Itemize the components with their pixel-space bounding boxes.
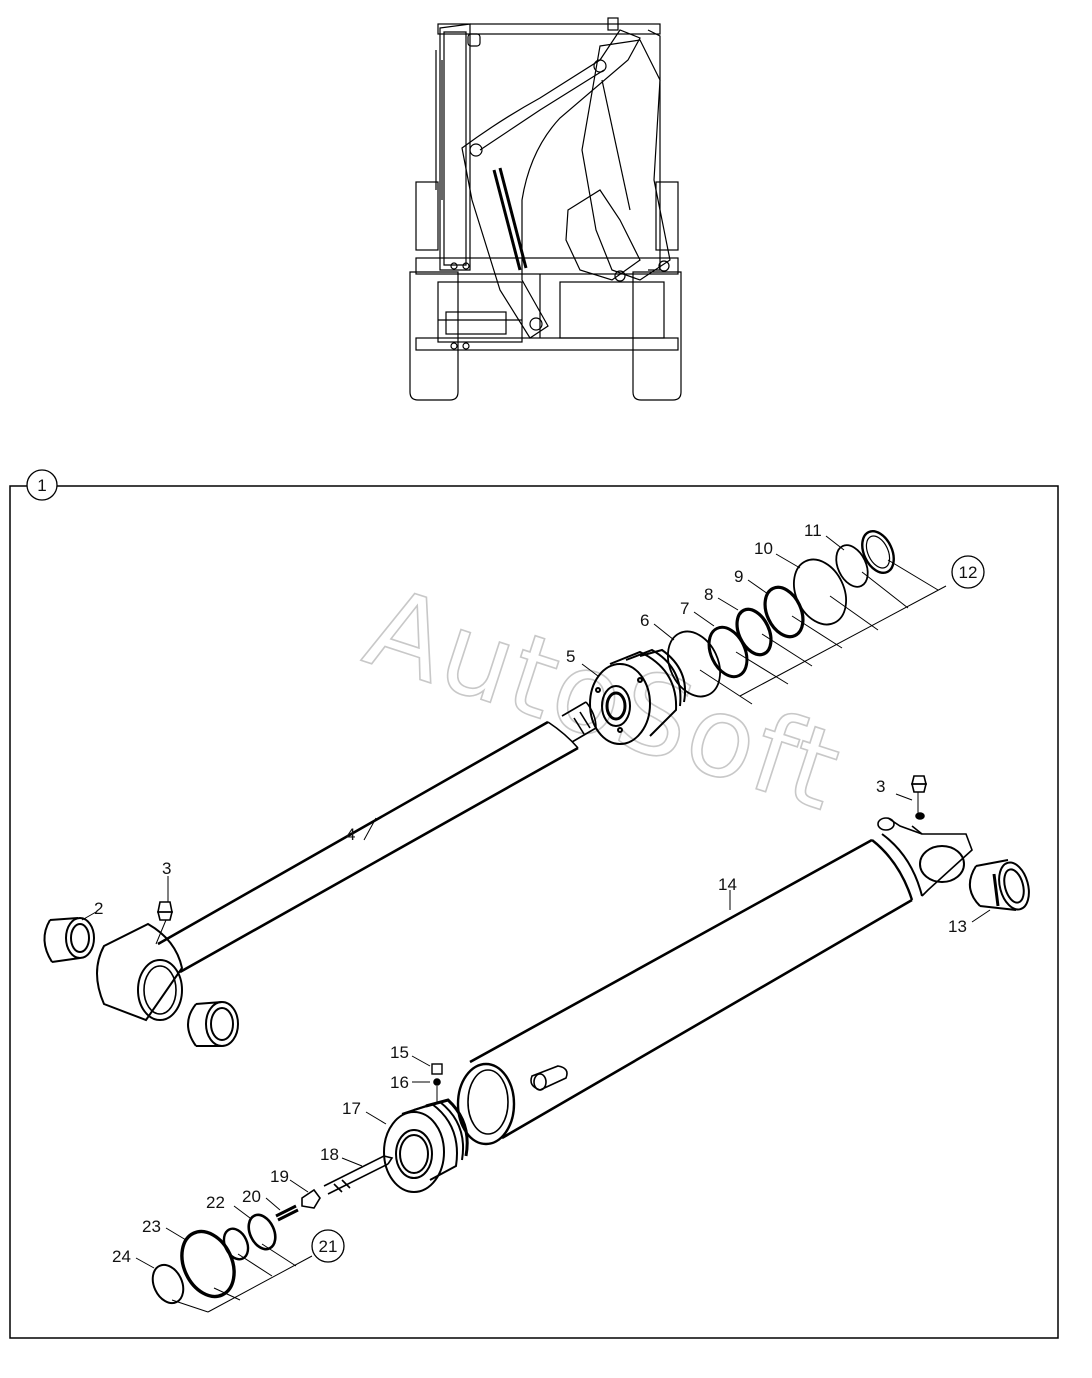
piston	[383, 1098, 469, 1193]
callout-21: 21	[319, 1237, 338, 1256]
callout-9: 9	[734, 567, 743, 586]
piston-bolt	[323, 1155, 394, 1195]
callout-circle-21	[311, 1229, 345, 1263]
callout-13: 13	[948, 917, 967, 936]
assembly-callout: 1	[37, 476, 46, 495]
callout-10: 10	[754, 539, 773, 558]
callout-circle-12	[951, 555, 985, 589]
cylinder-barrel	[456, 817, 973, 1146]
callout-labels: 2 3 4 5 6 7 8 9 10 11 12 3 14 13 15 16 1…	[94, 521, 977, 1266]
callout-2: 2	[94, 899, 103, 918]
callout-3-right: 3	[876, 777, 885, 796]
seal-24	[151, 1263, 185, 1305]
seal-23	[180, 1229, 236, 1299]
callout-4: 4	[346, 825, 355, 844]
bushing-right	[969, 859, 1030, 911]
callout-20: 20	[242, 1187, 261, 1206]
bushing-left	[43, 917, 95, 963]
callout-19: 19	[270, 1167, 289, 1186]
grease-fitting-left	[155, 901, 174, 945]
callout-24: 24	[112, 1247, 131, 1266]
callout-7: 7	[680, 599, 689, 618]
watermark: AutoSoft	[352, 563, 856, 836]
callout-12: 12	[959, 563, 978, 582]
rod-guide	[589, 648, 686, 745]
grease-fitting-right	[910, 775, 928, 820]
callout-23: 23	[142, 1217, 161, 1236]
piston-rod	[96, 701, 597, 1022]
callout-14: 14	[718, 875, 737, 894]
spring	[275, 1204, 299, 1222]
callout-8: 8	[704, 585, 713, 604]
set-screw	[431, 1063, 443, 1104]
machine-overview	[409, 17, 682, 401]
seal-11b	[861, 530, 895, 574]
leader-lines	[81, 535, 991, 1313]
exploded-view-frame	[9, 485, 1059, 1339]
callout-11: 11	[804, 521, 822, 540]
seal-10	[793, 558, 847, 626]
callout-15: 15	[390, 1043, 409, 1062]
seal-8	[735, 607, 773, 657]
seal-11	[835, 544, 869, 588]
callout-3-left: 3	[162, 859, 171, 878]
assembly-callout-circle	[26, 469, 58, 501]
bushing-rod-eye	[187, 1001, 239, 1047]
callout-5: 5	[566, 647, 575, 666]
callout-22: 22	[206, 1193, 225, 1212]
callout-6: 6	[640, 611, 649, 630]
seal-6	[667, 630, 721, 698]
nut	[301, 1188, 321, 1209]
seal-9	[763, 585, 805, 639]
callout-17: 17	[342, 1099, 361, 1118]
seal-20	[247, 1213, 277, 1251]
callout-16: 16	[390, 1073, 409, 1092]
callout-18: 18	[320, 1145, 339, 1164]
